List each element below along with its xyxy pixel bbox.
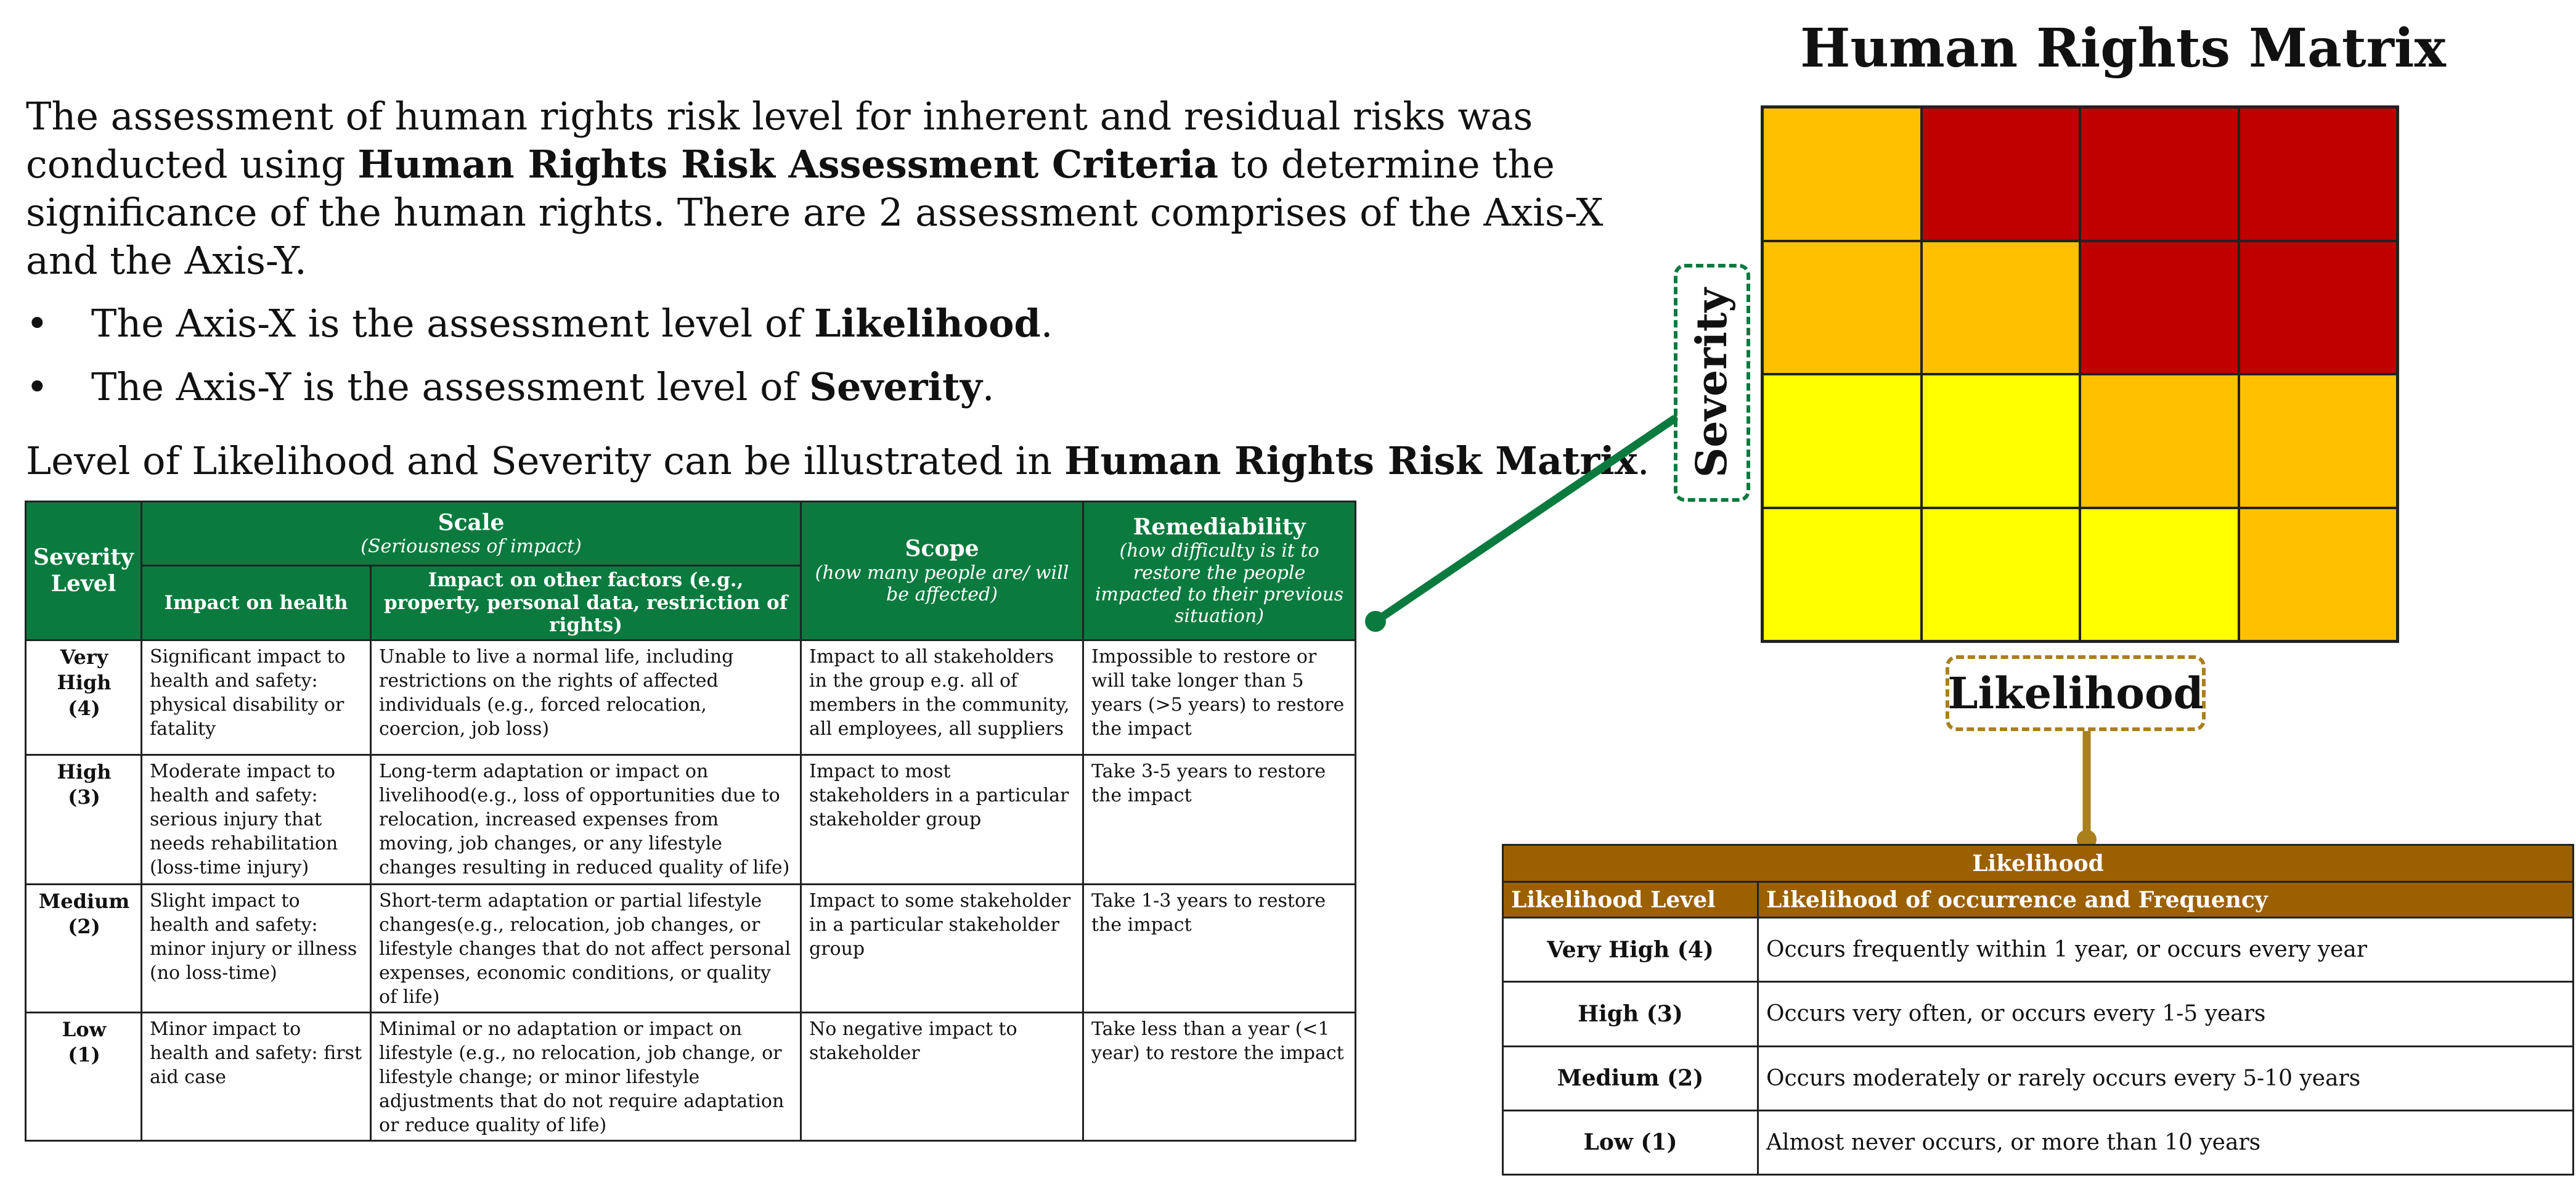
header-impact-health: Impact on health — [141, 565, 372, 641]
bullet-severity: •The Axis-Y is the assessment level of S… — [26, 364, 995, 409]
likelihood-desc-cell: Occurs moderately or rarely occurs every… — [1757, 1045, 2574, 1111]
header-scope: Scope(how many people are/ will be affec… — [800, 501, 1084, 641]
severity-level-cell: Medium(2) — [25, 883, 142, 1013]
matrix-cell-medium — [2238, 507, 2397, 641]
severity-connector-line — [1371, 415, 1678, 626]
remediability-cell: Impossible to restore or will take longe… — [1082, 639, 1356, 756]
other-cell: Minimal or no adaptation or impact on li… — [370, 1011, 802, 1142]
remediability-cell: Take 1-3 years to restore the impact — [1082, 883, 1356, 1013]
likelihood-desc-cell: Almost never occurs, or more than 10 yea… — [1757, 1109, 2574, 1176]
matrix-cell-high — [2080, 107, 2239, 241]
header-impact-other: Impact on other factors (e.g., property,… — [370, 565, 802, 641]
matrix-paragraph: Level of Likelihood and Severity can be … — [26, 438, 1650, 483]
table-row: Medium (2)Occurs moderately or rarely oc… — [1502, 1045, 2574, 1111]
matrix-cell-medium — [1763, 240, 1922, 374]
intro-text: The assessment of human rights risk leve… — [26, 92, 1653, 485]
table-row: High(3) Moderate impact to health and sa… — [25, 753, 1356, 885]
severity-level-cell: Very High(4) — [25, 639, 142, 756]
bullet-likelihood: •The Axis-X is the assessment level of L… — [26, 301, 1053, 346]
scope-cell: No negative impact to stakeholder — [800, 1011, 1084, 1142]
header-likelihood-level: Likelihood Level — [1502, 881, 1759, 918]
table-row: Very High (4)Occurs frequently within 1 … — [1502, 916, 2574, 983]
matrix-cell-medium — [1763, 107, 1922, 241]
likelihood-axis-label: Likelihood — [1946, 655, 2206, 731]
severity-level-cell: High(3) — [25, 753, 142, 885]
remediability-cell: Take less than a year (<1 year) to resto… — [1082, 1011, 1356, 1142]
health-cell: Slight impact to health and safety: mino… — [141, 883, 372, 1013]
matrix-cell-high — [1921, 107, 2080, 241]
likelihood-desc-cell: Occurs frequently within 1 year, or occu… — [1757, 916, 2574, 983]
table-row: Very High(4) Significant impact to healt… — [25, 639, 1356, 756]
matrix-cell-medium — [2238, 374, 2397, 508]
health-cell: Minor impact to health and safety: first… — [141, 1011, 372, 1142]
severity-level-cell: Low(1) — [25, 1011, 142, 1142]
header-scale: Scale(Seriousness of impact) — [141, 501, 802, 567]
matrix-cell-high — [2080, 240, 2239, 374]
other-cell: Short-term adaptation or partial lifesty… — [370, 883, 802, 1013]
scope-cell: Impact to most stakeholders in a particu… — [800, 753, 1084, 885]
table-row: Low (1)Almost never occurs, or more than… — [1502, 1109, 2574, 1176]
likelihood-desc-cell: Occurs very often, or occurs every 1-5 y… — [1757, 981, 2574, 1047]
likelihood-table: Likelihood Likelihood Level Likelihood o… — [1502, 844, 2574, 1176]
header-likelihood-frequency: Likelihood of occurrence and Frequency — [1757, 881, 2574, 918]
likelihood-level-cell: Very High (4) — [1502, 916, 1759, 983]
other-cell: Unable to live a normal life, including … — [370, 639, 802, 756]
likelihood-level-cell: Medium (2) — [1502, 1045, 1759, 1111]
likelihood-level-cell: Low (1) — [1502, 1109, 1759, 1176]
likelihood-table-title: Likelihood — [1502, 844, 2574, 883]
health-cell: Moderate impact to health and safety: se… — [141, 753, 372, 885]
matrix-cell-high — [2238, 107, 2397, 241]
severity-axis-label: Severity — [1674, 264, 1750, 502]
remediability-cell: Take 3-5 years to restore the impact — [1082, 753, 1356, 885]
risk-matrix — [1761, 105, 2399, 643]
health-cell: Significant impact to health and safety:… — [141, 639, 372, 756]
table-row: High (3)Occurs very often, or occurs eve… — [1502, 981, 2574, 1047]
matrix-cell-low — [1763, 507, 1922, 641]
matrix-cell-low — [1921, 374, 2080, 508]
table-row: Medium(2) Slight impact to health and sa… — [25, 883, 1356, 1013]
matrix-cell-high — [2238, 240, 2397, 374]
severity-table: Severity Level Scale(Seriousness of impa… — [25, 501, 1356, 1142]
matrix-cell-low — [1763, 374, 1922, 508]
scope-cell: Impact to some stakeholder in a particul… — [800, 883, 1084, 1013]
likelihood-level-cell: High (3) — [1502, 981, 1759, 1047]
header-remediability: Remediability(how difficulty is it to re… — [1082, 501, 1356, 641]
table-row: Low(1) Minor impact to health and safety… — [25, 1011, 1356, 1142]
matrix-cell-medium — [2080, 374, 2239, 508]
severity-connector-dot — [1365, 611, 1386, 632]
matrix-title: Human Rights Matrix — [1800, 17, 2446, 80]
other-cell: Long-term adaptation or impact on liveli… — [370, 753, 802, 885]
intro-paragraph: The assessment of human rights risk leve… — [26, 94, 1604, 284]
scope-cell: Impact to all stakeholders in the group … — [800, 639, 1084, 756]
header-severity-level: Severity Level — [25, 501, 142, 641]
matrix-cell-low — [1921, 507, 2080, 641]
matrix-cell-low — [2080, 507, 2239, 641]
matrix-cell-medium — [1921, 240, 2080, 374]
